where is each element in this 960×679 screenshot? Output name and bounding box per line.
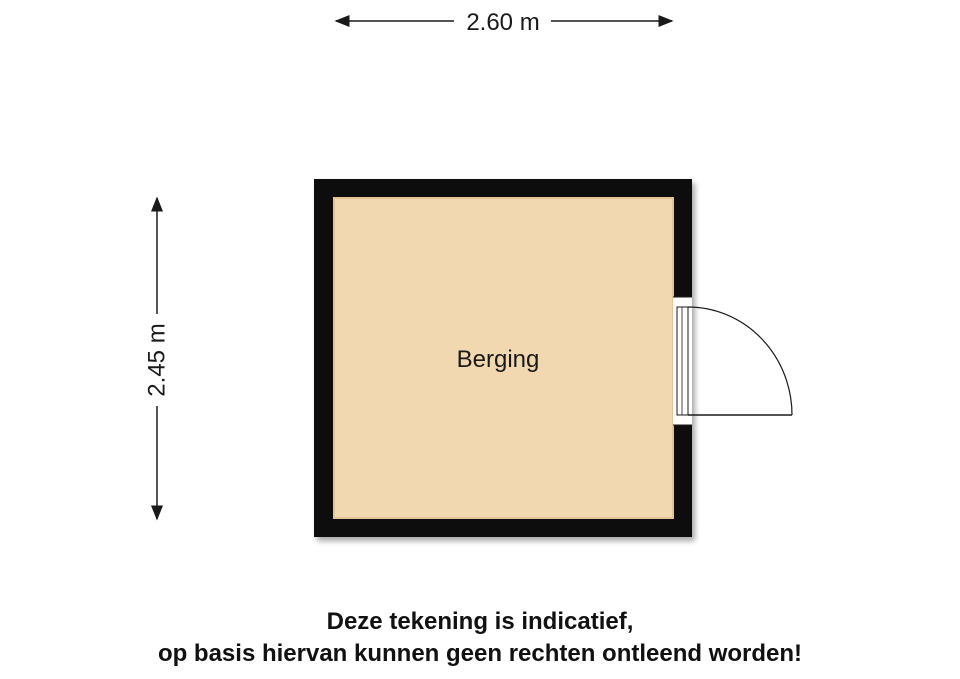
room-floor (334, 198, 673, 518)
disclaimer-line-2: op basis hiervan kunnen geen rechten ont… (157, 640, 803, 667)
width-dimension: 2.60 m (334, 9, 674, 36)
door-threshold (676, 306, 689, 416)
door-swing-arc (687, 306, 793, 416)
room-label: Berging (457, 346, 540, 373)
door (673, 296, 793, 426)
width-dim-label: 2.60 m (466, 9, 539, 36)
height-dim-label: 2.45 m (144, 323, 171, 396)
height-dimension: 2.45 m (144, 196, 171, 521)
disclaimer: Deze tekening is indicatief, op basis hi… (0, 606, 960, 670)
disclaimer-line-1: Deze tekening is indicatief, (326, 608, 634, 635)
